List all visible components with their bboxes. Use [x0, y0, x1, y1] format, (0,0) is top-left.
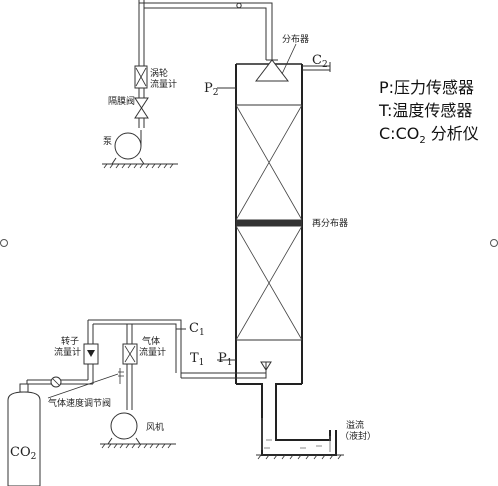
- packing-lower: [235, 225, 303, 341]
- label-speed-valve: 气体速度调节阀: [48, 397, 111, 409]
- pipe-seg-2: [138, 118, 145, 128]
- label-t1: T1: [190, 351, 204, 368]
- seal-liquid-marks: [261, 418, 331, 452]
- label-pump: 泵: [103, 136, 112, 147]
- co2-bottle-icon: [7, 391, 41, 486]
- edge-marker-right: [490, 239, 498, 247]
- label-rotameter-1: 转子: [61, 335, 79, 347]
- pipe-seg-1: [138, 88, 145, 98]
- co2-bottle-valve-icon: [19, 383, 29, 393]
- label-p1: P1: [218, 351, 232, 368]
- fan-ground-hatch: [101, 443, 172, 449]
- liquid-seal: [236, 383, 337, 456]
- speed-valve-leader: [47, 373, 119, 399]
- label-overflow-2: （液封）: [340, 430, 376, 442]
- legend-temperature: T:温度传感器: [378, 101, 472, 120]
- fan-riser: [126, 364, 133, 410]
- edge-marker-left: [0, 239, 8, 247]
- label-c2: C2: [312, 53, 328, 70]
- rotameter-float-icon: [87, 350, 95, 357]
- packing-upper: [235, 104, 303, 221]
- rotameter-riser: [87, 320, 94, 344]
- label-overflow-1: 溢流: [346, 419, 364, 431]
- rotameter-down: [87, 364, 94, 384]
- pump-stand: [111, 157, 145, 165]
- legend-pressure: P:压力传感器: [379, 78, 474, 97]
- legend-co2-analyzer: C:CO2 分析仪: [379, 124, 479, 146]
- label-turbine-1: 涡轮: [150, 67, 168, 79]
- co2-valve-mark: [52, 378, 60, 386]
- redistributor-plate: [236, 220, 302, 226]
- diaphragm-valve-icon: [134, 97, 149, 119]
- gas-inlet-pipe: [181, 362, 267, 379]
- feed-pipe-vertical: [138, 0, 145, 70]
- pipe-joint-icon: [236, 2, 242, 9]
- label-distributor: 分布器: [282, 33, 309, 45]
- distributor-leader: [281, 43, 297, 75]
- pump-ground-hatch: [103, 163, 174, 169]
- label-redistributor: 再分布器: [312, 217, 348, 229]
- seal-ground-hatch: [257, 454, 342, 460]
- label-turbine-2: 流量计: [150, 78, 177, 90]
- c2-outlet-pipe: [302, 62, 331, 72]
- fan-icon: [110, 412, 138, 440]
- label-co2-bottle: CO2: [10, 445, 36, 462]
- gas-top-pipe: [88, 319, 182, 378]
- speed-valve-icon: [118, 368, 124, 384]
- label-c1: C1: [189, 321, 205, 338]
- label-gas-meter-2: 流量计: [139, 346, 166, 358]
- label-rotameter-2: 流量计: [54, 346, 81, 358]
- gas-flowmeter-riser: [126, 324, 133, 344]
- gas-flowmeter-icon: [124, 345, 136, 363]
- label-gas-meter-1: 气体: [142, 335, 160, 347]
- distributor-icon: [254, 59, 290, 82]
- label-fan: 风机: [146, 421, 164, 433]
- pump-icon: [114, 132, 142, 160]
- label-p2: P2: [204, 81, 218, 98]
- fan-stand: [107, 437, 141, 445]
- label-diaphragm-valve: 隔膜阀: [108, 96, 135, 107]
- feed-pipe-top: [139, 2, 273, 60]
- turbine-flowmeter-icon: [135, 67, 147, 87]
